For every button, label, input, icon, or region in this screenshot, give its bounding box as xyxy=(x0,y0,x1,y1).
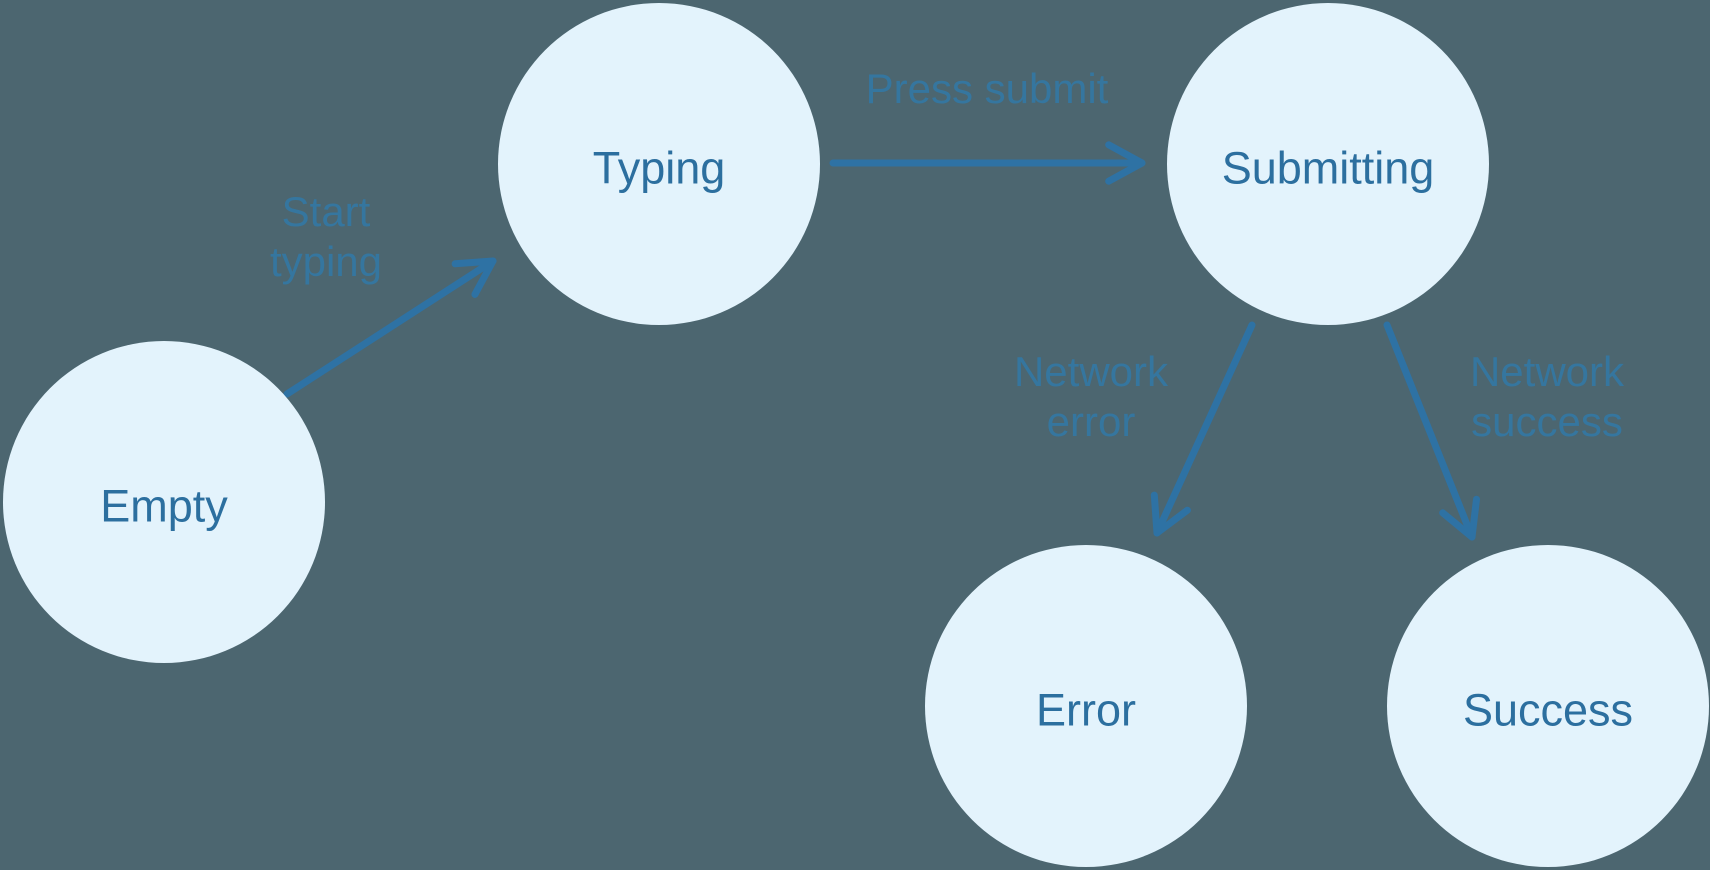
edge-label-line: Network xyxy=(1014,348,1169,395)
edge-label-line: Start xyxy=(282,188,371,235)
state-circle-typing xyxy=(498,3,820,325)
arrow-network-error xyxy=(1153,321,1256,537)
arrow-network-success xyxy=(1383,321,1476,541)
edge-label-press-submit: Press submit xyxy=(866,65,1109,112)
edge-label-line: success xyxy=(1471,398,1623,445)
state-empty: Empty xyxy=(3,341,325,663)
state-circle-empty xyxy=(3,341,325,663)
arrowhead-press-submit xyxy=(1105,141,1146,185)
arrowhead-network-error xyxy=(1150,491,1191,537)
edge-label-line: Press submit xyxy=(866,65,1109,112)
state-submitting: Submitting xyxy=(1167,3,1489,325)
state-circle-error xyxy=(925,545,1247,867)
edge-label-line: Network xyxy=(1470,348,1625,395)
arrowhead-network-success xyxy=(1439,495,1480,541)
state-label-typing: Typing xyxy=(593,143,726,194)
state-circle-success xyxy=(1387,545,1709,867)
edge-label-line: error xyxy=(1047,398,1136,445)
state-typing: Typing xyxy=(498,3,820,325)
edge-label-line: typing xyxy=(270,238,382,285)
state-circle-submitting xyxy=(1167,3,1489,325)
state-error: Error xyxy=(925,545,1247,867)
state-label-submitting: Submitting xyxy=(1222,143,1435,194)
state-label-success: Success xyxy=(1463,685,1633,736)
arrowhead-start-typing xyxy=(451,257,497,298)
state-label-error: Error xyxy=(1036,685,1136,736)
transition-press-submit: Press submit xyxy=(829,65,1146,185)
arrow-start-typing xyxy=(283,257,497,398)
state-label-empty: Empty xyxy=(100,481,228,532)
state-success: Success xyxy=(1387,545,1709,867)
